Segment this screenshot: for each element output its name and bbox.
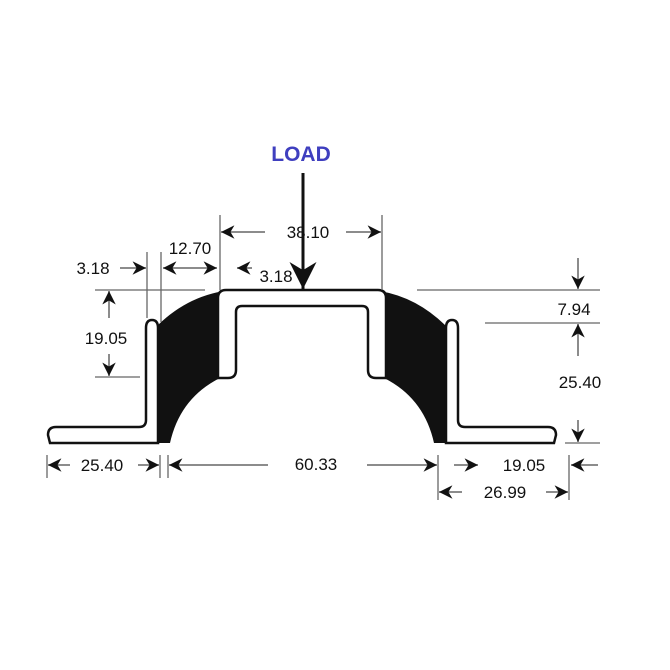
dim-left-flange: 25.40 — [81, 456, 124, 475]
dim-top-offset: 7.94 — [557, 300, 590, 319]
dim-outer-wall-thickness: 3.18 — [76, 259, 109, 278]
inner-hat-bracket — [216, 288, 388, 380]
outer-bracket-right — [444, 318, 558, 445]
rubber-left — [158, 290, 232, 443]
dim-wall-height: 25.40 — [559, 373, 602, 392]
rubber-right — [372, 290, 445, 443]
load-label: LOAD — [271, 143, 331, 166]
dim-top-width: 38.10 — [287, 223, 330, 242]
dim-base-width: 60.33 — [295, 455, 338, 474]
dimension-arrows — [48, 225, 598, 499]
outer-bracket-left — [46, 318, 160, 445]
dim-right-flange: 19.05 — [503, 456, 546, 475]
dim-right-flange-total: 26.99 — [484, 483, 527, 502]
extension-lines — [46, 215, 600, 500]
dim-shoulder-width: 12.70 — [169, 239, 212, 258]
dim-inner-wall-thickness: 3.18 — [259, 267, 292, 286]
dim-upper-height: 19.05 — [85, 329, 128, 348]
